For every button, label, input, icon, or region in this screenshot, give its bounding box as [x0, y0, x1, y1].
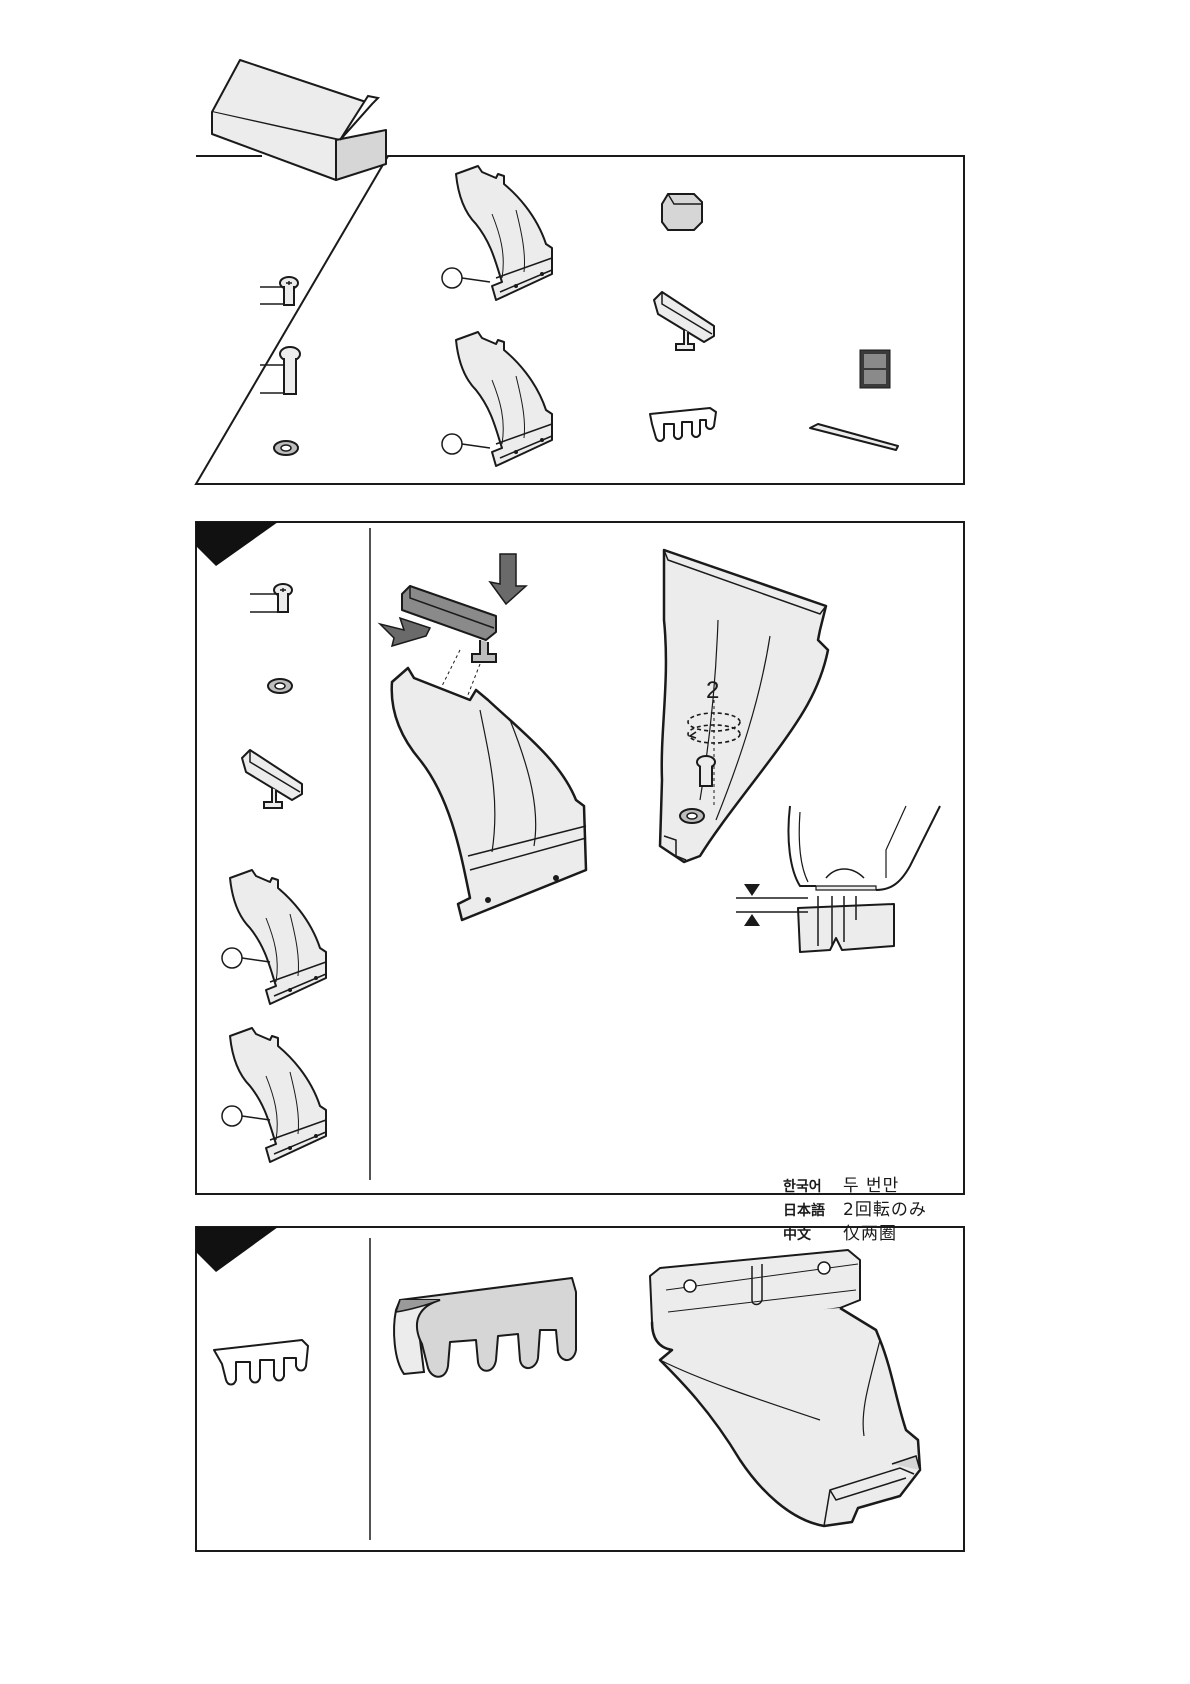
short-screw-icon: [260, 277, 298, 305]
footpad-icon: [222, 870, 326, 1004]
footpad-assembly-illustration: [380, 554, 586, 920]
footpad-underside-illustration: 2: [660, 550, 828, 862]
torque-note: 한국어 두 번만 日本語 2回転のみ 中文 仅两圈: [783, 1171, 1003, 1243]
turns-instruction: 두 번만: [843, 1171, 899, 1196]
torque-note-row-japanese: 日本語 2回転のみ: [783, 1195, 1003, 1219]
short-screw-icon: [697, 756, 715, 786]
allen-key-icon: [810, 424, 898, 450]
short-screw-icon: [250, 584, 292, 612]
parts-list-panel: [196, 60, 964, 484]
language-name: 中文: [783, 1224, 843, 1244]
language-name: 한국어: [783, 1176, 843, 1196]
language-name: 日本語: [783, 1200, 843, 1220]
direction-arrow-icon: [490, 554, 526, 604]
sticker-sheet-icon: [860, 350, 890, 388]
package-box-icon: [212, 60, 386, 180]
footpad-icon: [222, 1028, 326, 1162]
washer-icon: [268, 679, 292, 693]
clamp-adapter-icon: [654, 292, 714, 350]
torque-note-row-korean: 한국어 두 번만: [783, 1171, 1003, 1195]
turns-label: 2: [706, 677, 719, 704]
step-corner-marker: [196, 522, 278, 566]
step-2-panel: [196, 1227, 964, 1551]
gap-arrow-icon: [744, 884, 760, 896]
clearance-detail-illustration: [736, 806, 940, 952]
long-screw-icon: [260, 347, 300, 394]
turns-instruction: 2回転のみ: [843, 1195, 927, 1220]
footpad-icon: [442, 332, 552, 466]
washer-icon: [680, 809, 704, 823]
end-cap-icon: [662, 194, 702, 230]
footpad-icon: [442, 166, 552, 300]
rubber-pad-icon: [650, 408, 716, 441]
washer-icon: [274, 441, 298, 455]
step-1-panel: 2: [196, 522, 964, 1194]
torque-note-row-chinese: 中文 仅两圈: [783, 1219, 1003, 1243]
footpad-pad-installed-illustration: [650, 1250, 920, 1526]
clamp-adapter-icon: [242, 750, 302, 808]
step-corner-marker: [196, 1227, 278, 1272]
turns-instruction: 仅两圈: [843, 1219, 897, 1244]
rubber-pad-icon: [214, 1340, 308, 1385]
rubber-pad-peel-illustration: [394, 1278, 576, 1377]
direction-arrow-icon: [380, 618, 430, 646]
gap-arrow-icon: [744, 914, 760, 926]
